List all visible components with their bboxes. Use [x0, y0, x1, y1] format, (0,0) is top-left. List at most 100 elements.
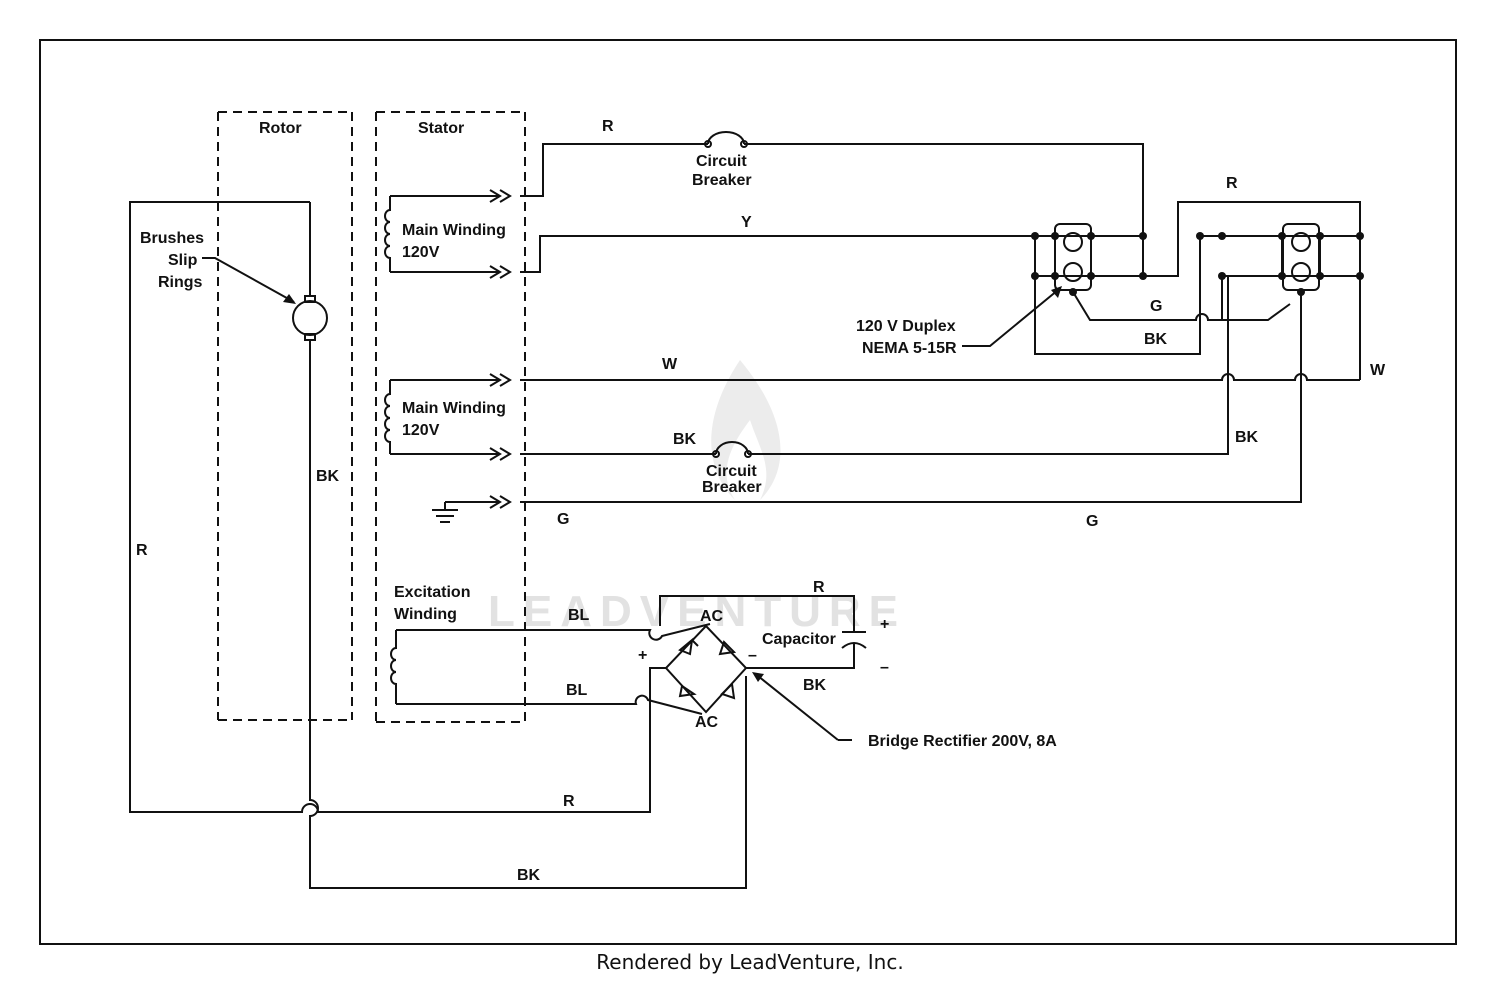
rectifier-plus-label: +: [638, 647, 647, 664]
bk-capacitor-wire: [746, 644, 855, 669]
brush-bottom-icon: [304, 333, 316, 341]
connector-g-icon: [489, 495, 512, 509]
rings-label: Rings: [158, 274, 203, 291]
breaker-2-terminal-b: [744, 450, 752, 458]
main-winding-1-voltage: 120V: [402, 244, 440, 261]
wire-label-bk-rotor: BK: [316, 468, 340, 485]
capacitor-icon: [841, 631, 867, 649]
duplex-leader: [962, 289, 1059, 347]
breaker-1-terminal-a: [704, 140, 712, 148]
main-winding-1-coil-icon: [384, 196, 391, 272]
breaker-2-label-2: Breaker: [702, 479, 762, 496]
wire-label-g-right: G: [1086, 513, 1098, 530]
wire-label-bk-right: BK: [1235, 429, 1259, 446]
rectifier-label: Bridge Rectifier 200V, 8A: [868, 733, 1057, 750]
wire-label-r-top: R: [602, 118, 614, 135]
diagram-frame: [39, 39, 1457, 945]
w-wire: [520, 373, 1360, 381]
wire-label-r-capacitor: R: [813, 579, 825, 596]
circuit-breaker-1-icon: [707, 131, 745, 145]
outlet-2b-icon: [1291, 262, 1311, 282]
rotor-block: [217, 111, 353, 721]
r-jumper: [1091, 201, 1361, 277]
outlet-1b-icon: [1063, 262, 1083, 282]
wire-label-g-left: G: [557, 511, 569, 528]
slip-ring-icon: [292, 300, 328, 336]
outlet-2a-icon: [1291, 232, 1311, 252]
wire-label-g-receptacle: G: [1150, 298, 1162, 315]
ac-top-label: AC: [700, 608, 724, 625]
wire-label-bl-bottom: BL: [566, 682, 588, 699]
wire-label-bl-top: BL: [568, 607, 590, 624]
bridge-rectifier-icon: [664, 624, 748, 714]
duplex-nema-label: NEMA 5-15R: [862, 340, 957, 357]
wire-label-w-right: W: [1370, 362, 1386, 379]
duplex-arrow-icon: [1051, 286, 1062, 298]
bl-wire-top: [396, 623, 711, 641]
y-wire: [520, 235, 1047, 273]
watermark: LEADVENTURE: [488, 587, 906, 636]
r-capacitor-wire: [659, 595, 855, 632]
stator-label: Stator: [418, 120, 464, 137]
capacitor-minus-label: –: [880, 659, 889, 676]
diode-4-icon: [720, 681, 736, 700]
g-jumper-2: [1222, 303, 1291, 321]
main-winding-1-label: Main Winding: [402, 222, 506, 239]
bk-wire: [520, 276, 1229, 455]
breaker-1-label-2: Breaker: [692, 172, 752, 189]
main-winding-2-leads: [390, 379, 500, 455]
connector-1b-icon: [489, 265, 512, 279]
circuit-breaker-2-icon: [715, 441, 749, 455]
rectifier-leader: [757, 675, 852, 741]
ground-icon: [432, 502, 458, 523]
diode-3-icon: [678, 684, 697, 698]
wire-label-r-left: R: [136, 542, 148, 559]
r-wire-top: [520, 143, 1144, 276]
wire-label-bk-receptacle: BK: [1144, 331, 1168, 348]
breaker-2-terminal-a: [712, 450, 720, 458]
receptacle-2-jumpers: [1200, 235, 1361, 380]
wire-label-w: W: [662, 356, 678, 373]
receptacle-1-jumpers: [1035, 235, 1092, 277]
rotor-bk-wire: [309, 202, 747, 889]
breaker-1-label: Circuit: [696, 153, 747, 170]
main-winding-2-voltage: 120V: [402, 422, 440, 439]
wire-label-r-right: R: [1226, 175, 1238, 192]
ac-bottom-label: AC: [695, 714, 719, 731]
brushes-label: Brushes: [140, 230, 204, 247]
watermark-flame-icon: [711, 360, 781, 500]
wire-label-y: Y: [741, 214, 752, 231]
duplex-label: 120 V Duplex: [856, 318, 956, 335]
excitation-label: Excitation: [394, 584, 470, 601]
wire-label-bk-breaker: BK: [673, 431, 697, 448]
connector-2a-icon: [489, 373, 512, 387]
rectifier-minus-label: –: [748, 647, 757, 664]
wire-label-bk-capacitor: BK: [803, 677, 827, 694]
brushes-leader: [202, 257, 295, 303]
main-winding-2-coil-icon: [384, 380, 391, 454]
diode-2-icon: [718, 640, 737, 656]
main-winding-1-leads: [390, 195, 500, 273]
rectifier-arrow-icon: [752, 672, 764, 682]
g-wire: [520, 292, 1302, 503]
bl-wire-bottom: [396, 694, 703, 715]
slip-label: Slip: [168, 252, 198, 269]
connector-2b-icon: [489, 447, 512, 461]
bk-jumper: [1034, 236, 1201, 355]
connector-1a-icon: [489, 189, 512, 203]
breaker-1-terminal-b: [740, 140, 748, 148]
excitation-winding-label: Winding: [394, 606, 457, 623]
stator-block: [375, 111, 526, 723]
wire-label-bk-bottom: BK: [517, 867, 541, 884]
brushes-arrow-icon: [283, 294, 296, 304]
outlet-1a-icon: [1063, 232, 1083, 252]
main-winding-2-label: Main Winding: [402, 400, 506, 417]
capacitor-plus-label: +: [880, 616, 889, 633]
excitation-coil-icon: [390, 630, 397, 704]
brush-top-icon: [304, 295, 316, 303]
rotor-r-wire: [129, 201, 651, 813]
rotor-label: Rotor: [259, 120, 302, 137]
rectifier-positive-lead: [649, 667, 666, 700]
diode-1-icon: [678, 637, 699, 656]
